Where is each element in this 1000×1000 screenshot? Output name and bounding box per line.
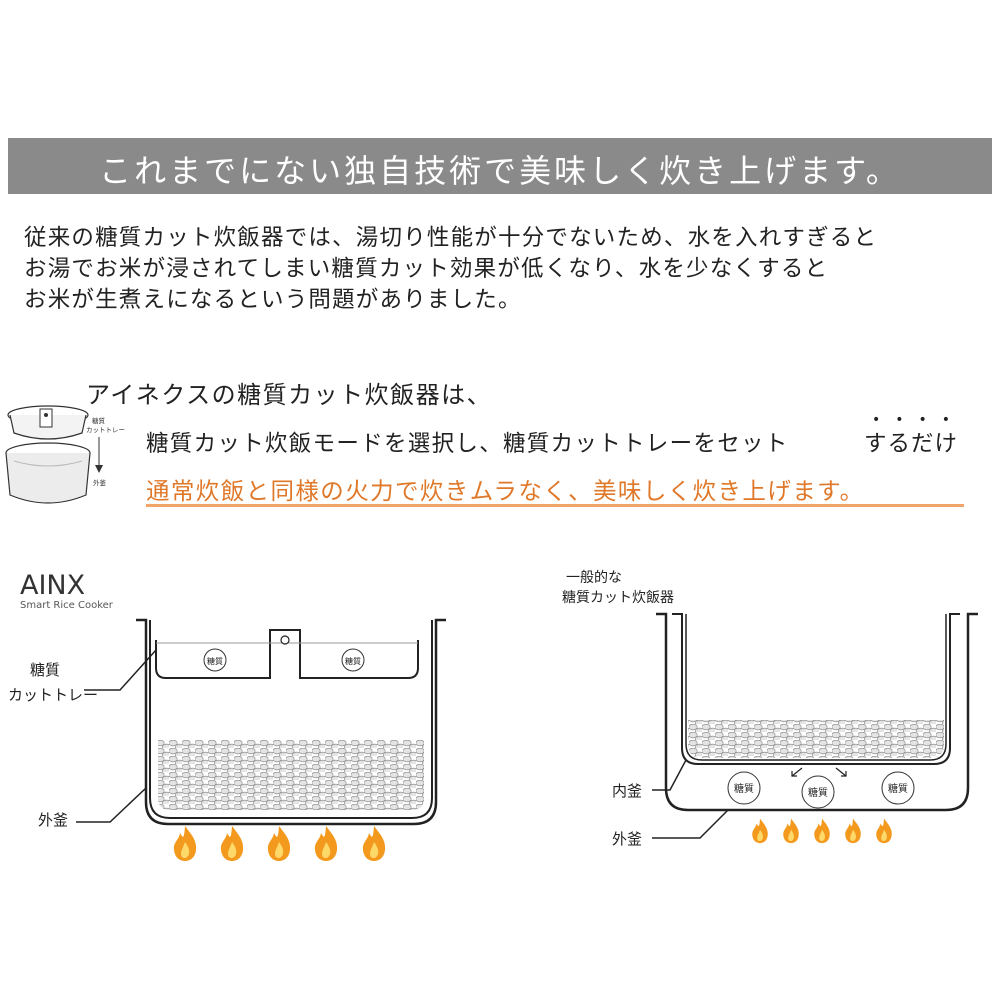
- intro-line: お米が生煮えになるという問題がありました。: [24, 287, 522, 313]
- mini-tray-label-1: 糖質: [92, 416, 106, 425]
- flame-icon: [783, 818, 799, 844]
- sugar-badge: 糖質: [734, 782, 754, 795]
- right-inner-pot-label: 内釜: [612, 782, 642, 800]
- flame-icon: [876, 818, 892, 844]
- intro-line: お湯でお米が浸されてしまい糖質カット効果が低くなり、水を少なくすると: [24, 256, 829, 282]
- tray-label-line1: 糖質: [30, 661, 60, 679]
- left-outer-pot-label: 外釜: [38, 811, 68, 829]
- arrow-icon: [791, 767, 803, 777]
- right-title-line2: 糖質カット炊飯器: [562, 589, 674, 606]
- flame-icon: [752, 818, 768, 844]
- right-outer-pot: [656, 612, 978, 812]
- right-inner-pot: [672, 613, 960, 765]
- emphasis-dots: ••••: [872, 412, 966, 428]
- feature-step-emphasis: するだけ: [864, 431, 959, 457]
- flame-icon: [845, 818, 861, 844]
- brand-subtitle: Smart Rice Cooker: [20, 600, 114, 611]
- intro-line: 従来の糖質カット炊飯器では、湯切り性能が十分でないため、水を入れすぎると: [24, 225, 878, 251]
- flame-icon: [267, 826, 291, 861]
- comparison-diagram: AINX Smart Rice Cooker 糖質 糖質 糖質 カットトレー 外…: [8, 570, 978, 861]
- flame-icon: [362, 826, 386, 861]
- sugar-cut-tray: [155, 629, 419, 679]
- sugar-badge: 糖質: [345, 656, 361, 666]
- mini-tray-label-2: カットトレー: [86, 426, 125, 434]
- right-outer-pot-label: 外釜: [612, 830, 642, 848]
- sugar-badge: 糖質: [207, 656, 223, 666]
- right-title-line1: 一般的な: [566, 570, 622, 586]
- feature-highlight: 通常炊飯と同様の火力で炊きムラなく、美味しく炊き上げます。: [146, 477, 865, 505]
- feature-lead: アイネクスの糖質カット炊飯器は、: [86, 381, 493, 409]
- tray-pot-illustration: 糖質 カットトレー 外釜: [5, 405, 125, 504]
- arrow-icon: [835, 767, 847, 777]
- brand-logo: AINX: [20, 570, 85, 601]
- mini-pot-label: 外釜: [93, 478, 107, 487]
- intro-paragraph: 従来の糖質カット炊飯器では、湯切り性能が十分でないため、水を入れすぎると お湯で…: [24, 223, 984, 316]
- feature-step: 糖質カット炊飯モードを選択し、糖質カットトレーをセット: [146, 431, 789, 457]
- title-banner: これまでにない独自技術で美味しく炊き上げます。: [8, 138, 992, 194]
- flame-icon: [220, 826, 244, 861]
- highlight-underline: [146, 504, 964, 507]
- banner-title: これまでにない独自技術で美味しく炊き上げます。: [99, 152, 901, 190]
- flame-icon: [814, 818, 830, 844]
- flame-icon: [314, 826, 338, 861]
- tray-label-line2: カットトレー: [8, 686, 98, 704]
- sugar-badge: 糖質: [808, 786, 828, 799]
- sugar-badge: 糖質: [888, 782, 908, 795]
- flame-icon: [173, 826, 197, 861]
- outer-pot: [136, 618, 446, 826]
